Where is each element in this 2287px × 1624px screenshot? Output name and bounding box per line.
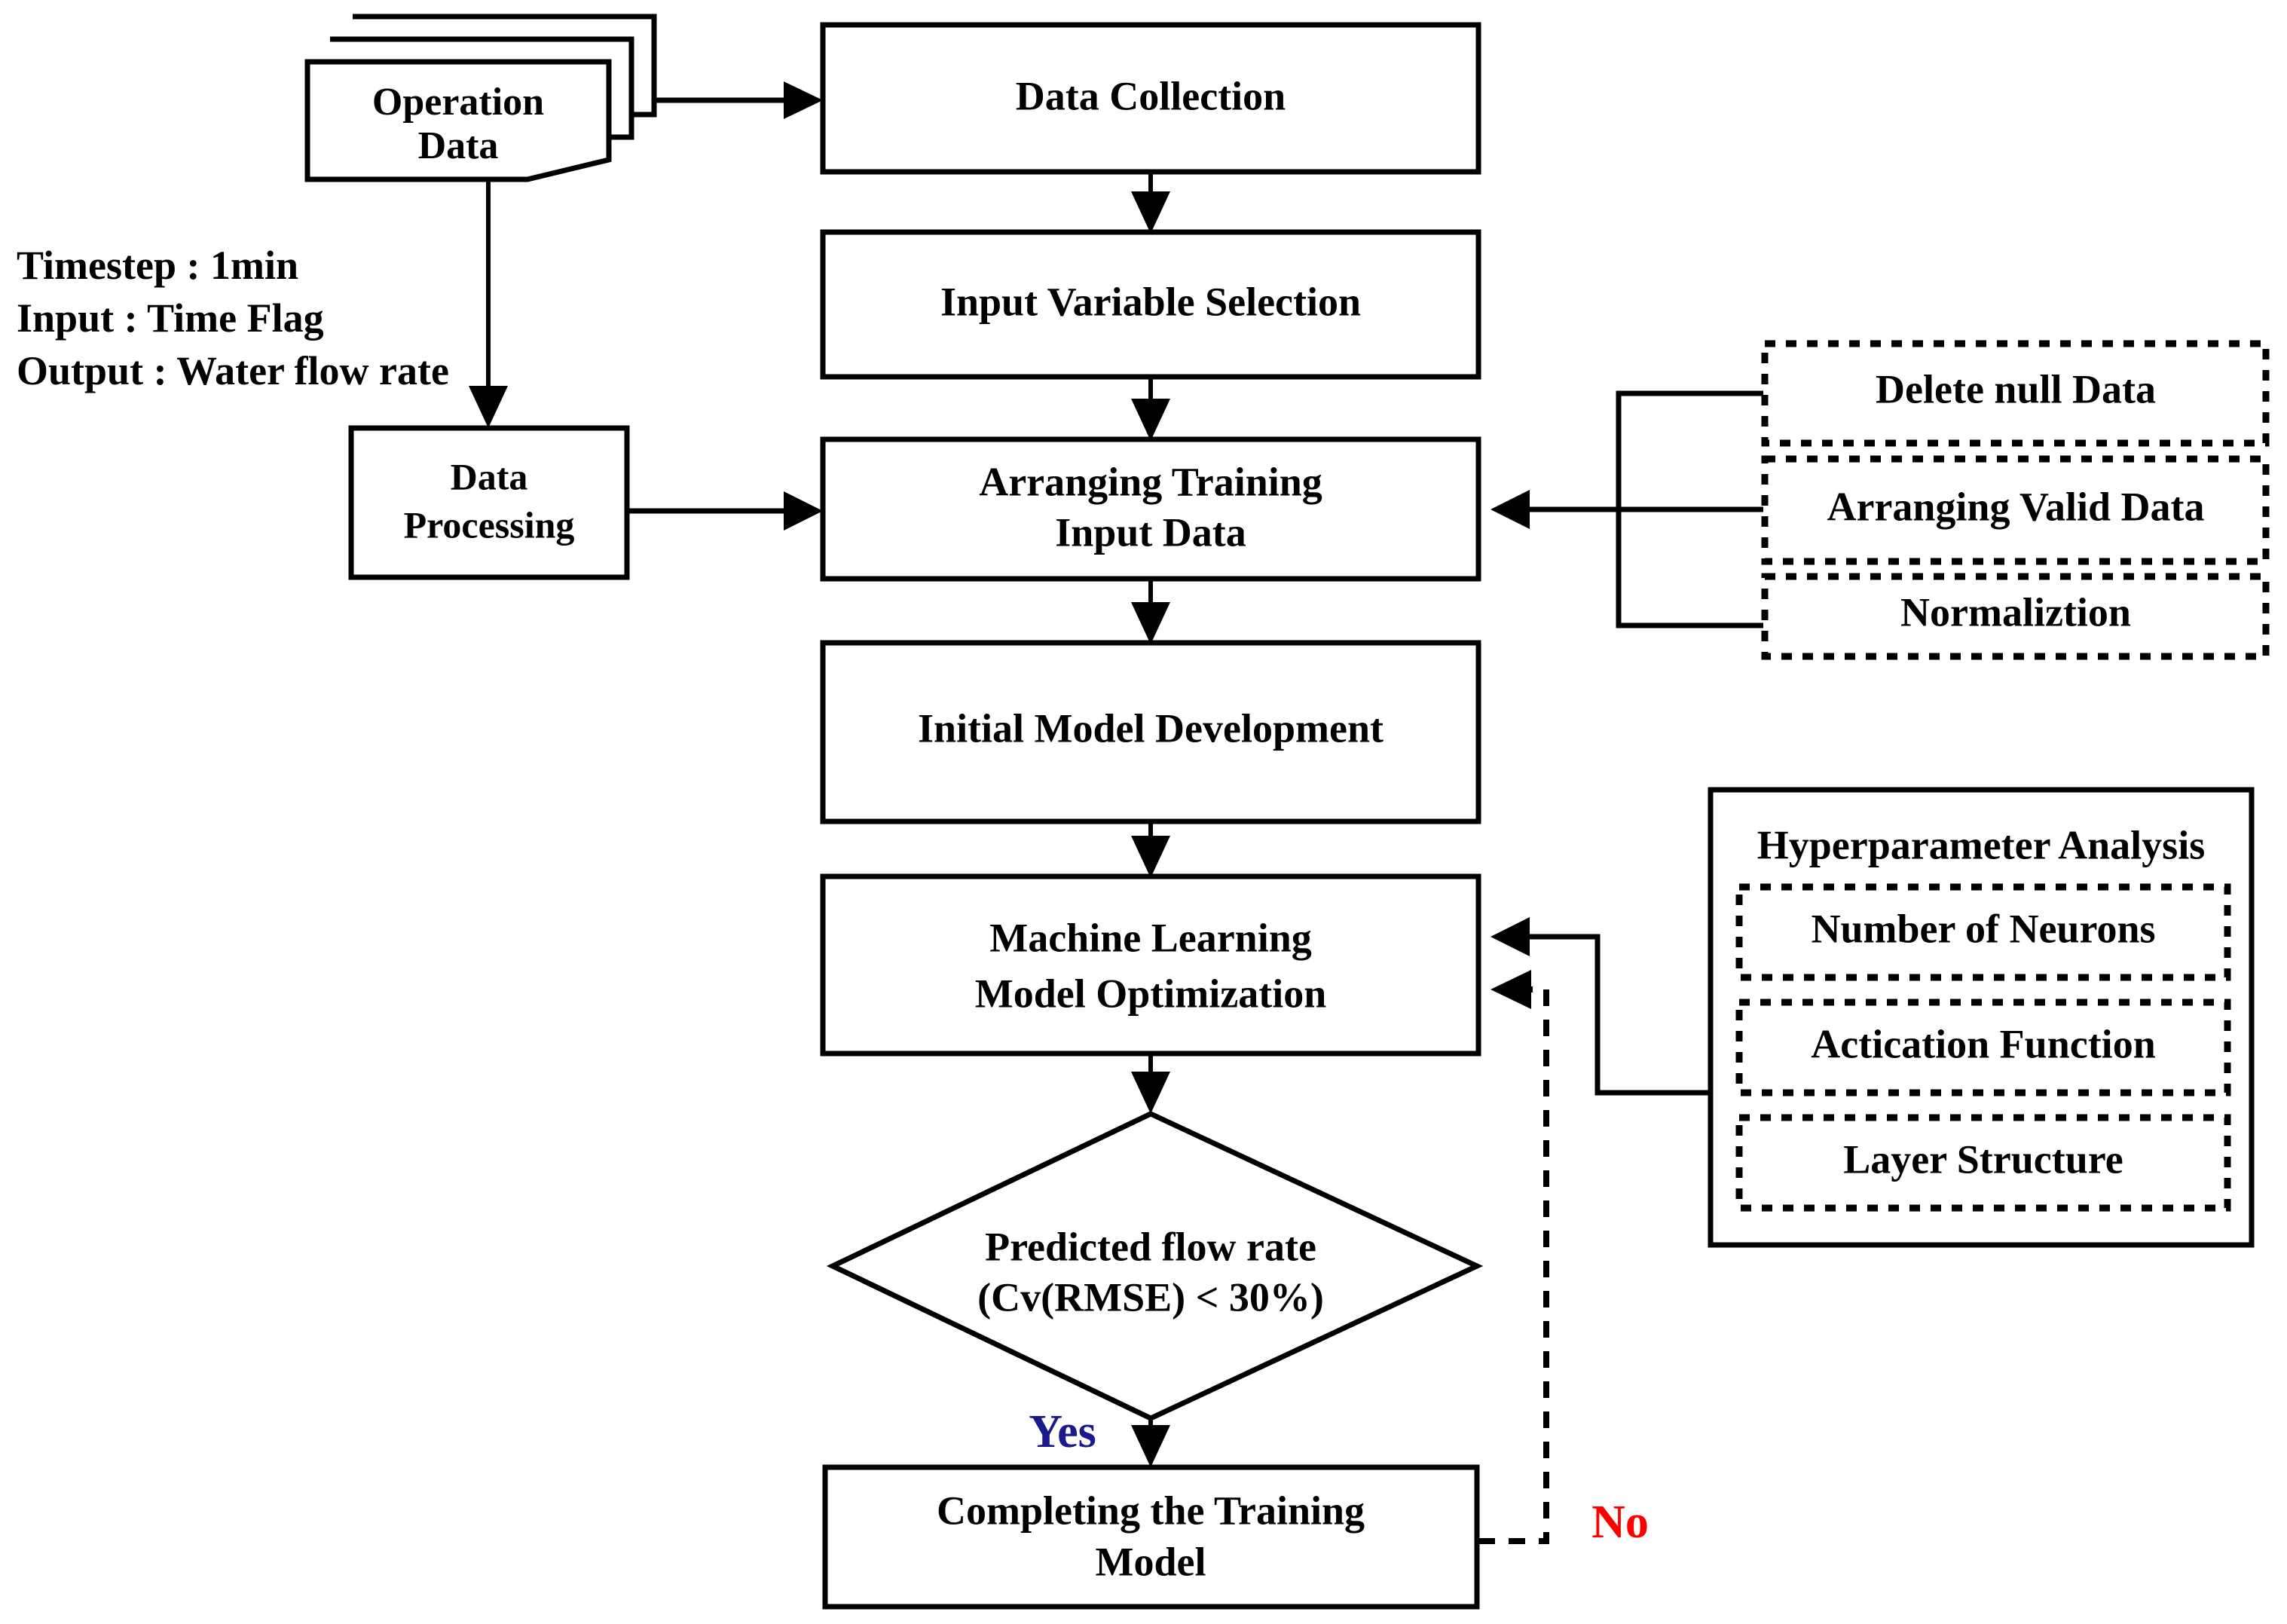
node-initial-model-development[interactable]: Initial Model Development <box>820 640 1481 824</box>
hyperparameter-analysis-title: Hyperparameter Analysis <box>1757 822 2205 867</box>
connector-preprocessing-bracket <box>1491 390 1763 628</box>
group-preprocessing: Delete null Data Arranging Valid Data No… <box>1761 340 2270 660</box>
node-data-collection[interactable]: Data Collection <box>820 22 1481 175</box>
group-hyperparameter-analysis[interactable]: Hyperparameter Analysis Number of Neuron… <box>1708 787 2255 1248</box>
ml-optimization-label-line1: Machine Learning <box>989 915 1312 960</box>
operation-data-label-line1: Operation <box>372 81 544 124</box>
connector-decision-to-completing <box>1131 1418 1170 1467</box>
node-arranging-valid-data[interactable]: Arranging Valid Data <box>1761 455 2270 565</box>
node-operation-data[interactable]: Operation Data <box>304 14 657 182</box>
node-decision-predicted-flow-rate[interactable]: Predicted flow rate (Cv(RMSE) < 30%) <box>826 1111 1484 1421</box>
arranging-training-label-line1: Arranging Training <box>979 459 1322 504</box>
connector-arranging-to-initial <box>1131 579 1170 644</box>
node-machine-learning-model-optimization[interactable]: Machine Learning Model Optimization <box>820 873 1481 1057</box>
node-completing-the-training-model[interactable]: Completing the Training Model <box>822 1464 1480 1610</box>
connector-hyperparameter-to-optimization <box>1491 917 1709 1096</box>
annotation-block: Timestep : 1min Input : Time Flag Output… <box>17 243 449 393</box>
connector-initial-to-optimization <box>1131 821 1170 878</box>
decision-label-line1: Predicted flow rate <box>985 1224 1316 1269</box>
annotation-line-input: Input : Time Flag <box>17 295 324 341</box>
ml-optimization-label-line2: Model Optimization <box>975 971 1326 1016</box>
node-delete-null-data[interactable]: Delete null Data <box>1761 340 2270 447</box>
node-layer-structure[interactable]: Layer Structure <box>1735 1114 2231 1212</box>
actication-function-label: Actication Function <box>1811 1021 2155 1066</box>
connector-variable-to-arranging <box>1131 377 1170 441</box>
number-of-neurons-label: Number of Neurons <box>1811 906 2155 951</box>
node-input-variable-selection[interactable]: Input Variable Selection <box>820 229 1481 380</box>
node-number-of-neurons[interactable]: Number of Neurons <box>1735 883 2231 981</box>
connector-optimization-to-decision <box>1131 1054 1170 1114</box>
connector-operation-to-data-collection <box>633 81 823 119</box>
node-arranging-training-input-data[interactable]: Arranging Training Input Data <box>820 436 1481 582</box>
annotation-line-output: Output : Water flow rate <box>17 348 449 393</box>
initial-model-development-label: Initial Model Development <box>918 705 1384 751</box>
connector-collection-to-variable <box>1131 172 1170 234</box>
branch-label-no: No <box>1591 1497 1649 1548</box>
completing-training-label-line1: Completing the Training <box>937 1488 1365 1533</box>
connector-processing-to-arranging <box>627 491 823 531</box>
layer-structure-label: Layer Structure <box>1843 1136 2123 1182</box>
node-data-processing[interactable]: Data Processing <box>348 425 630 580</box>
arranging-valid-data-label: Arranging Valid Data <box>1827 484 2204 529</box>
branch-label-yes: Yes <box>1029 1406 1096 1457</box>
annotation-line-timestep: Timestep : 1min <box>17 243 298 288</box>
operation-data-label-line2: Data <box>418 124 499 167</box>
delete-null-data-label: Delete null Data <box>1876 366 2156 411</box>
connector-no-feedback-loop <box>1478 970 1549 1544</box>
completing-training-label-line2: Model <box>1096 1539 1206 1584</box>
node-normaliztion[interactable]: Normaliztion <box>1761 573 2270 660</box>
input-variable-selection-label: Input Variable Selection <box>940 279 1361 324</box>
connector-operation-to-data-processing <box>469 179 508 428</box>
arranging-training-label-line2: Input Data <box>1055 509 1246 555</box>
data-collection-label: Data Collection <box>1016 73 1286 118</box>
data-processing-label-line1: Data <box>451 455 528 497</box>
decision-label-line2: (Cv(RMSE) < 30%) <box>977 1274 1324 1320</box>
data-processing-label-line2: Processing <box>404 503 575 546</box>
normaliztion-label: Normaliztion <box>1900 589 2131 635</box>
node-actication-function[interactable]: Actication Function <box>1735 999 2231 1096</box>
